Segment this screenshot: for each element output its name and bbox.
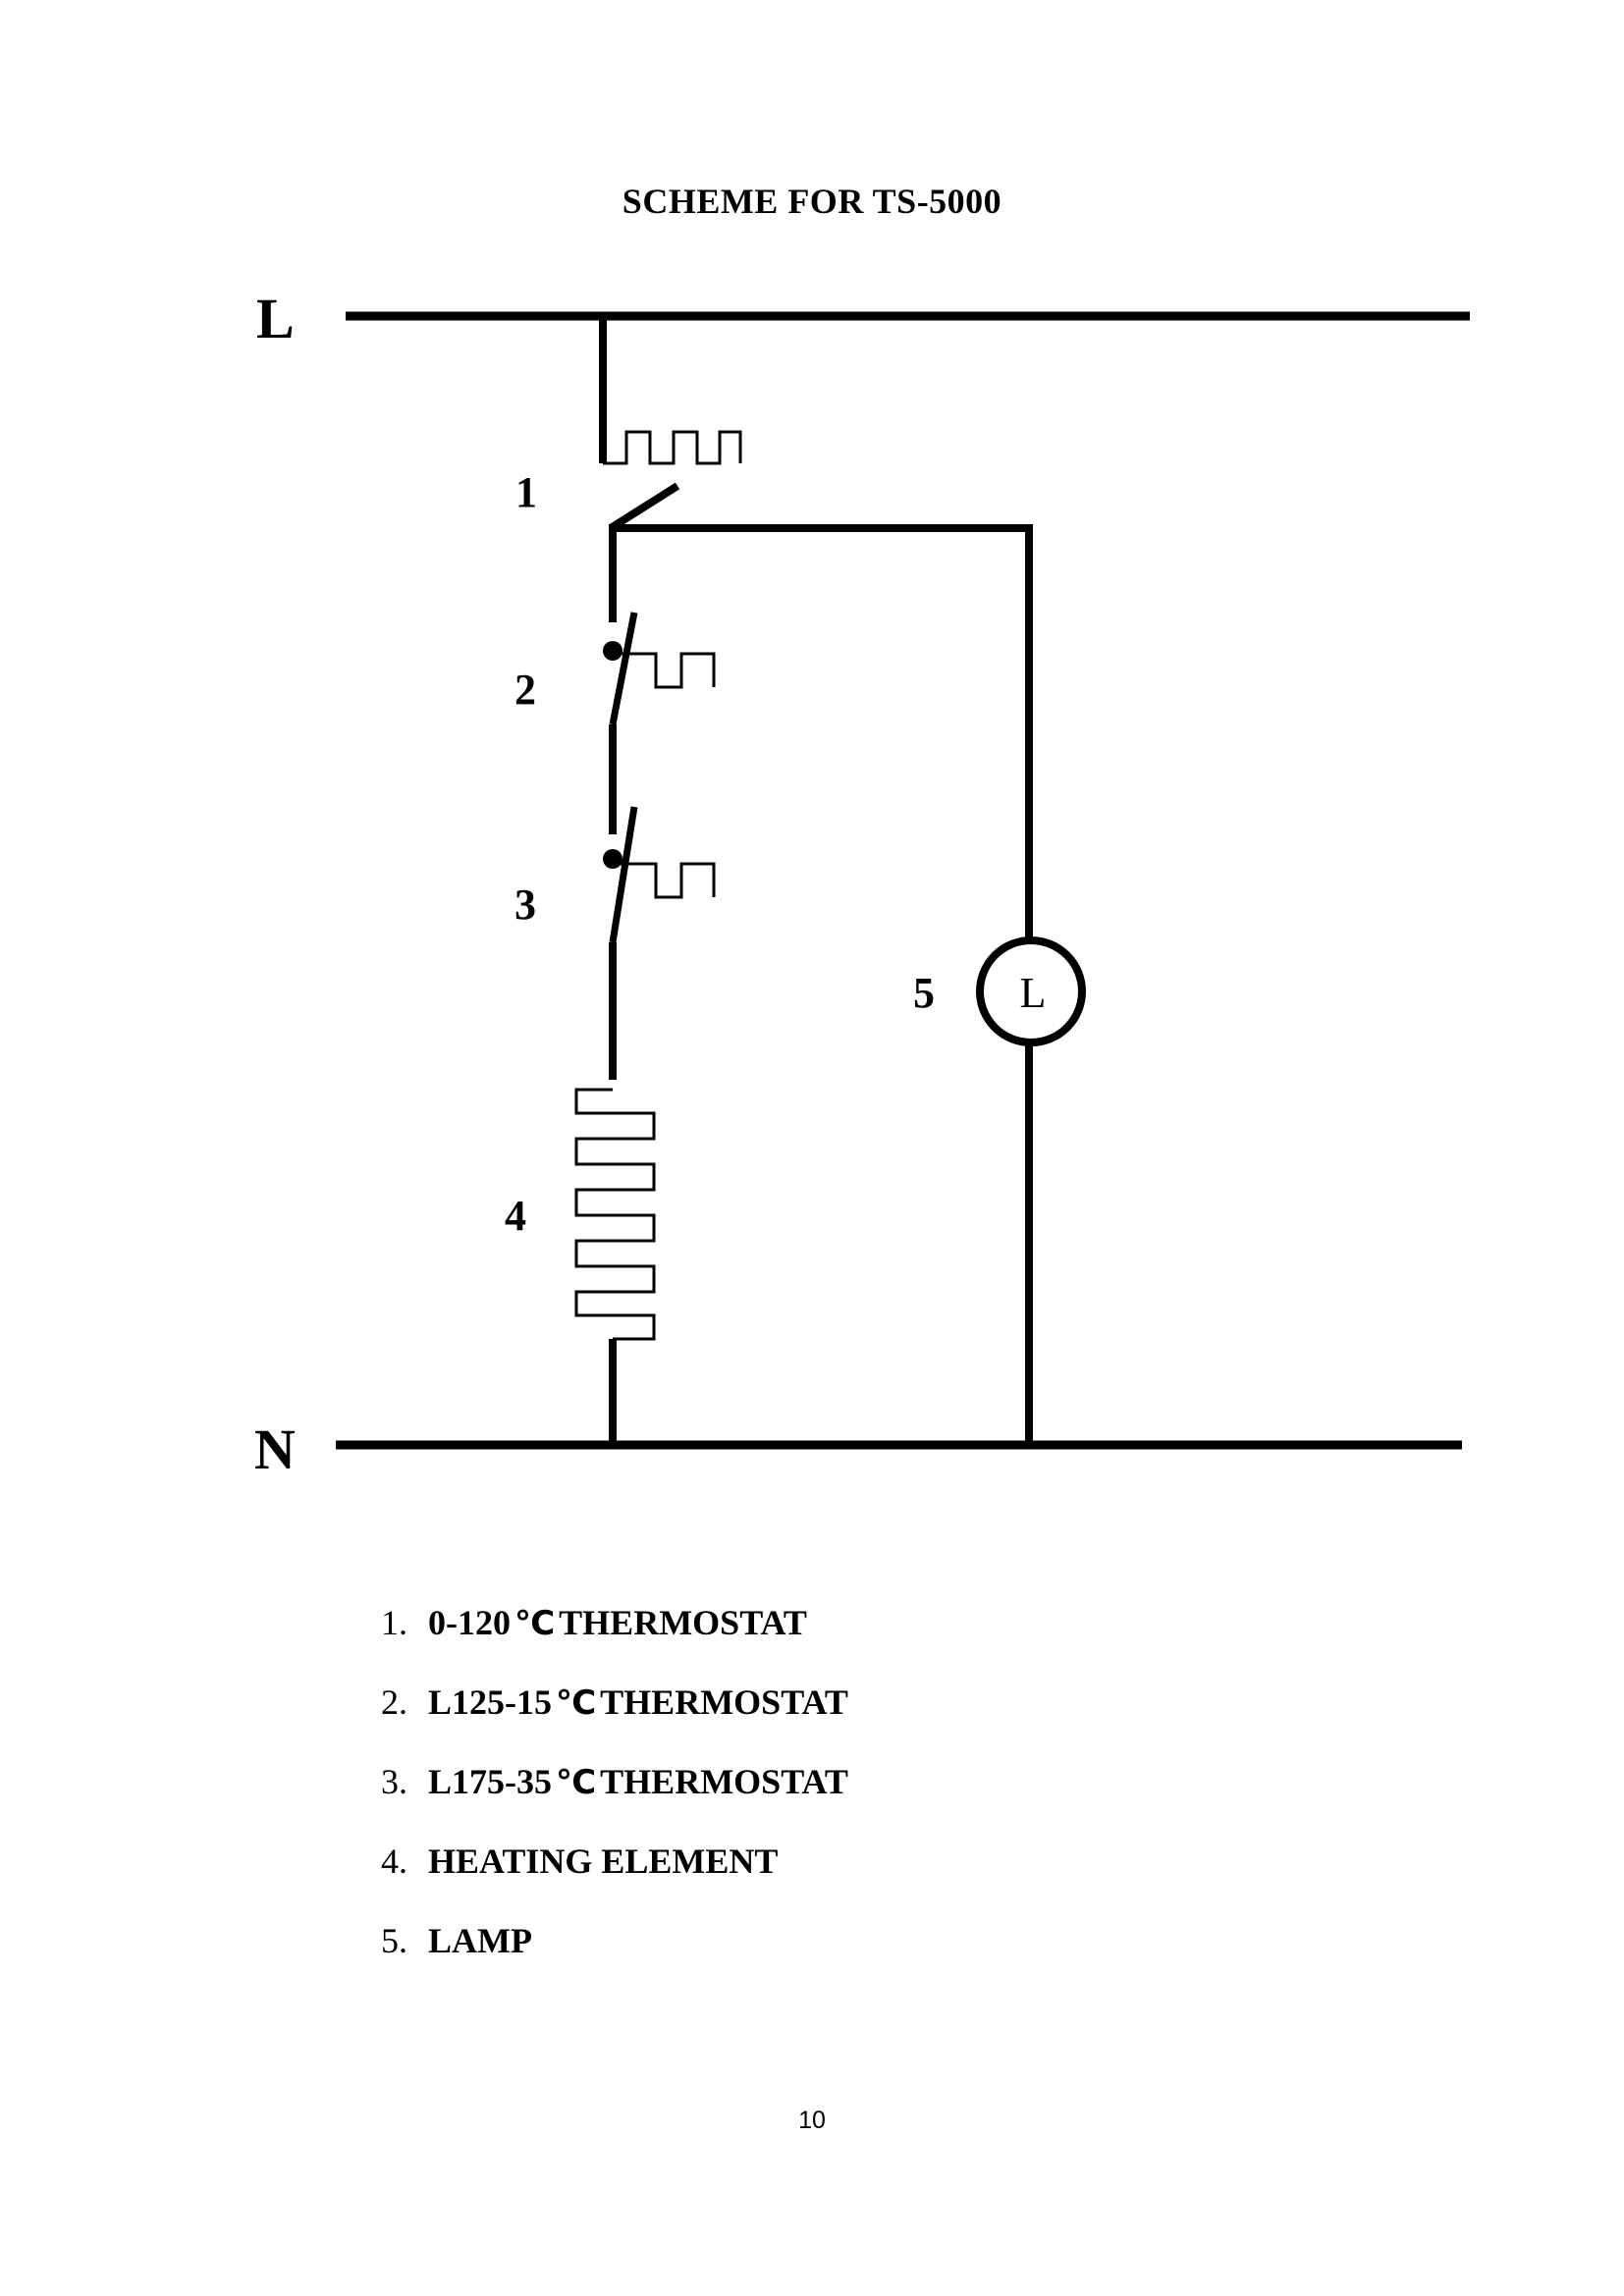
degree-celsius-symbol: ℃ — [556, 1763, 597, 1802]
legend-text-suffix: THERMOSTAT — [600, 1762, 848, 1801]
page-number: 10 — [798, 2107, 826, 2134]
legend-text: L175-35 — [428, 1762, 552, 1801]
legend-number: 1. — [381, 1603, 407, 1642]
component-label-5: 5 — [913, 969, 935, 1017]
thermostat-3-symbol — [619, 862, 716, 899]
component-label-3: 3 — [514, 881, 536, 929]
legend-number: 2. — [381, 1682, 407, 1722]
thermostat-1-switch — [608, 482, 680, 532]
thermostat-2-symbol — [619, 652, 716, 689]
rail-label-n: N — [254, 1417, 296, 1481]
legend-text-suffix: THERMOSTAT — [559, 1603, 807, 1642]
page-title: SCHEME FOR TS-5000 — [622, 182, 1002, 221]
legend-item: 4. HEATING ELEMENT — [381, 1837, 848, 1916]
thermostat-2-switch — [609, 612, 638, 725]
legend-number: 3. — [381, 1762, 407, 1801]
lamp-letter: L — [1020, 969, 1047, 1017]
legend-item: 5. LAMP — [381, 1916, 848, 1996]
thermostat-1-symbol — [603, 430, 742, 465]
legend-number: 5. — [381, 1921, 407, 1960]
legend-number: 4. — [381, 1842, 407, 1881]
component-label-4: 4 — [505, 1192, 526, 1240]
thermostat-2-pivot-dot — [603, 641, 623, 661]
component-label-1: 1 — [515, 468, 537, 516]
degree-celsius-symbol: ℃ — [514, 1604, 556, 1643]
thermostat-3-pivot-dot — [603, 849, 623, 869]
legend-text: LAMP — [428, 1921, 532, 1960]
legend-text: HEATING ELEMENT — [428, 1842, 779, 1881]
component-label-2: 2 — [514, 666, 536, 714]
degree-celsius-symbol: ℃ — [556, 1683, 597, 1723]
legend-text-suffix: THERMOSTAT — [600, 1682, 848, 1722]
heating-element-symbol — [574, 1088, 656, 1341]
thermostat-3-switch — [609, 806, 638, 943]
wire-main-branch — [609, 524, 1033, 942]
rail-label-l: L — [256, 287, 295, 350]
legend-text: L125-15 — [428, 1682, 552, 1722]
legend-text: 0-120 — [428, 1603, 511, 1642]
